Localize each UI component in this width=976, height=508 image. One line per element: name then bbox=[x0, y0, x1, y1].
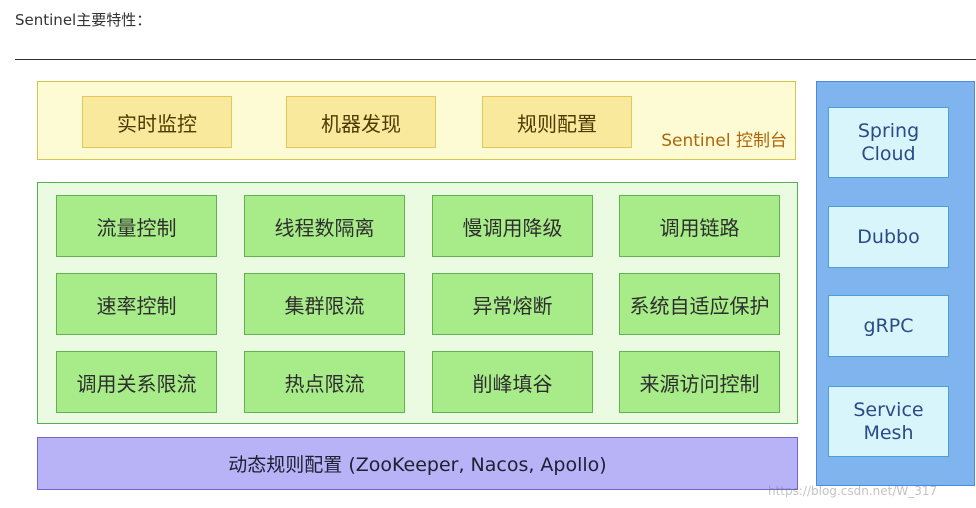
adapters-panel: Spring Cloud Dubbo gRPC Service Mesh bbox=[816, 81, 975, 486]
console-item-rule-config: 规则配置 bbox=[482, 96, 632, 148]
feature-thread-isolation: 线程数隔离 bbox=[244, 195, 405, 257]
dynamic-rules-bar: 动态规则配置 (ZooKeeper, Nacos, Apollo) bbox=[37, 437, 798, 490]
feature-call-chain: 调用链路 bbox=[619, 195, 780, 257]
feature-cluster-limit: 集群限流 bbox=[244, 273, 405, 335]
console-item-machine-discovery: 机器发现 bbox=[286, 96, 436, 148]
sentinel-console-panel: 实时监控 机器发现 规则配置 Sentinel 控制台 bbox=[37, 81, 796, 160]
feature-exception-breaker: 异常熔断 bbox=[432, 273, 593, 335]
feature-hotspot-limit: 热点限流 bbox=[244, 351, 405, 413]
horizontal-rule bbox=[15, 59, 976, 60]
adapter-service-mesh: Service Mesh bbox=[828, 386, 949, 457]
feature-slow-call-degrade: 慢调用降级 bbox=[432, 195, 593, 257]
page-heading: Sentinel主要特性： bbox=[15, 11, 152, 29]
adapter-spring-cloud: Spring Cloud bbox=[828, 107, 949, 178]
console-item-realtime-monitoring: 实时监控 bbox=[82, 96, 232, 148]
feature-origin-access-control: 来源访问控制 bbox=[619, 351, 780, 413]
feature-relation-limit: 调用关系限流 bbox=[56, 351, 217, 413]
console-panel-label: Sentinel 控制台 bbox=[661, 131, 787, 151]
feature-system-adaptive: 系统自适应保护 bbox=[619, 273, 780, 335]
feature-flow-control: 流量控制 bbox=[56, 195, 217, 257]
adapter-grpc: gRPC bbox=[828, 295, 949, 357]
features-panel: 流量控制 线程数隔离 慢调用降级 调用链路 速率控制 集群限流 异常熔断 系统自… bbox=[37, 182, 798, 424]
feature-rate-control: 速率控制 bbox=[56, 273, 217, 335]
feature-peak-shaving: 削峰填谷 bbox=[432, 351, 593, 413]
adapter-dubbo: Dubbo bbox=[828, 206, 949, 268]
watermark: https://blog.csdn.net/W_317 bbox=[768, 484, 938, 498]
